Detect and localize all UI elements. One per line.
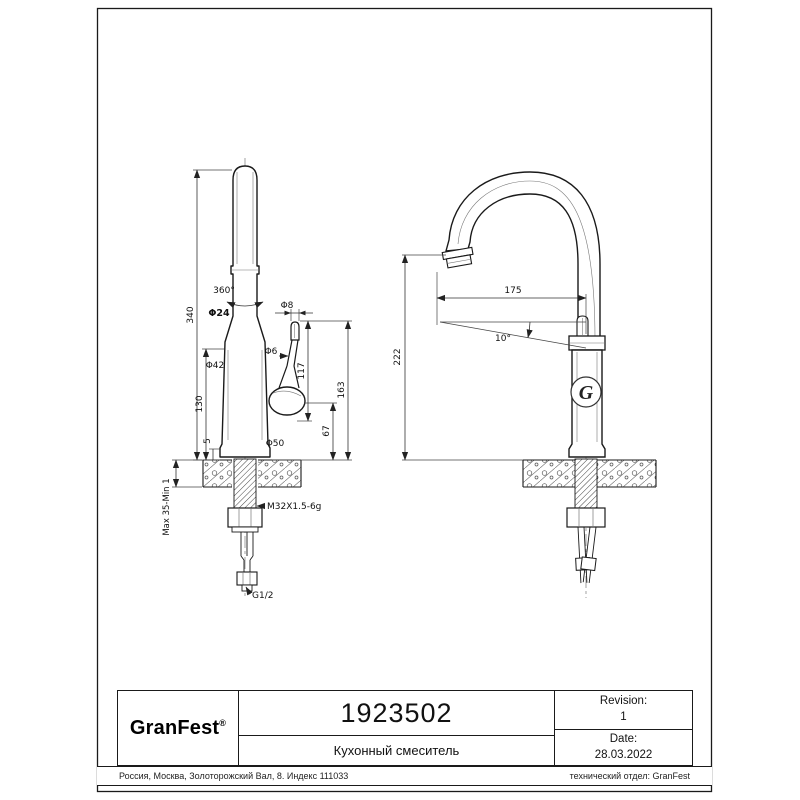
dim-reach: 175 [504,286,521,296]
brand-emblem-circle [570,376,602,408]
dim-spout-angle: 10° [495,334,511,344]
dim-base-dia: Φ50 [266,439,285,449]
title-block-right: Revision: 1 Date: 28.03.2022 [554,691,692,765]
sheet-frame [96,7,713,793]
part-number: 1923502 [239,691,554,736]
faucet-body-side [219,165,271,458]
handle-lever [268,321,306,416]
dim-hose-thread: G1/2 [252,591,273,601]
title-block-center: 1923502 Кухонный смеситель [239,691,554,765]
dim-outlet-height-front: 222 [393,348,403,365]
mounting-nut-front [566,507,606,528]
brand-emblem-letter: G [579,382,594,404]
right-dimension-lines [401,254,587,461]
handle-pin [290,321,300,341]
right-view: G [393,171,657,598]
dim-body-height: 130 [195,395,205,412]
revision-label: Revision: [599,695,648,708]
dim-base-gap: 5 [203,438,213,444]
right-extension-lines [402,254,587,461]
mounting-shank [227,458,263,592]
dim-swivel-angle: 360° [213,286,235,296]
dim-outlet-height-side: 163 [337,381,347,398]
date-cell: Date: 28.03.2022 [555,730,692,765]
revision-value: 1 [620,711,627,723]
dim-shank-thread: M32X1.5-6g [267,502,321,512]
title-block: GranFest® 1923502 Кухонный смеситель Rev… [117,690,693,766]
supply-hose-right [580,526,597,584]
date-value: 28.03.2022 [594,748,653,761]
dim-rod-dia: Φ6 [265,347,278,357]
registered-mark: ® [219,717,227,728]
brand-logo: GranFest® [118,691,239,765]
dim-pin-dia: Φ8 [281,301,294,311]
mounting-shank-front [566,458,606,584]
handle-front [576,315,589,337]
dim-body-dia: Φ42 [206,361,225,371]
dim-offset: 67 [322,425,332,436]
dim-handle-height: 117 [297,362,307,379]
dim-spout-dia: Φ24 [208,308,230,319]
left-dim-arrows [284,310,306,316]
mounting-nut [227,507,263,528]
aerator-tip [441,246,474,269]
left-dimension-lines [172,169,352,596]
footer-department: технический отдел: GranFest [569,771,690,781]
dim-overall-height: 340 [186,306,196,323]
hose-nut [236,571,258,586]
date-label: Date: [609,732,638,745]
countertop-right-view [522,459,657,488]
footer-address: Россия, Москва, Золоторожский Вал, 8. Ин… [119,771,349,781]
revision-cell: Revision: 1 [555,691,692,730]
left-view: 340 130 5 360° Φ24 Φ42 Φ8 Φ6 117 67 163 … [162,158,352,601]
footer-strip: Россия, Москва, Золоторожский Вал, 8. Ин… [97,766,712,786]
part-description: Кухонный смеситель [333,743,460,758]
dim-mount-thickness: Max 35-Min 1 [162,478,172,535]
supply-hose-left [575,526,591,584]
body-shading-lines [227,172,263,440]
brand-name: GranFest® [129,716,227,739]
